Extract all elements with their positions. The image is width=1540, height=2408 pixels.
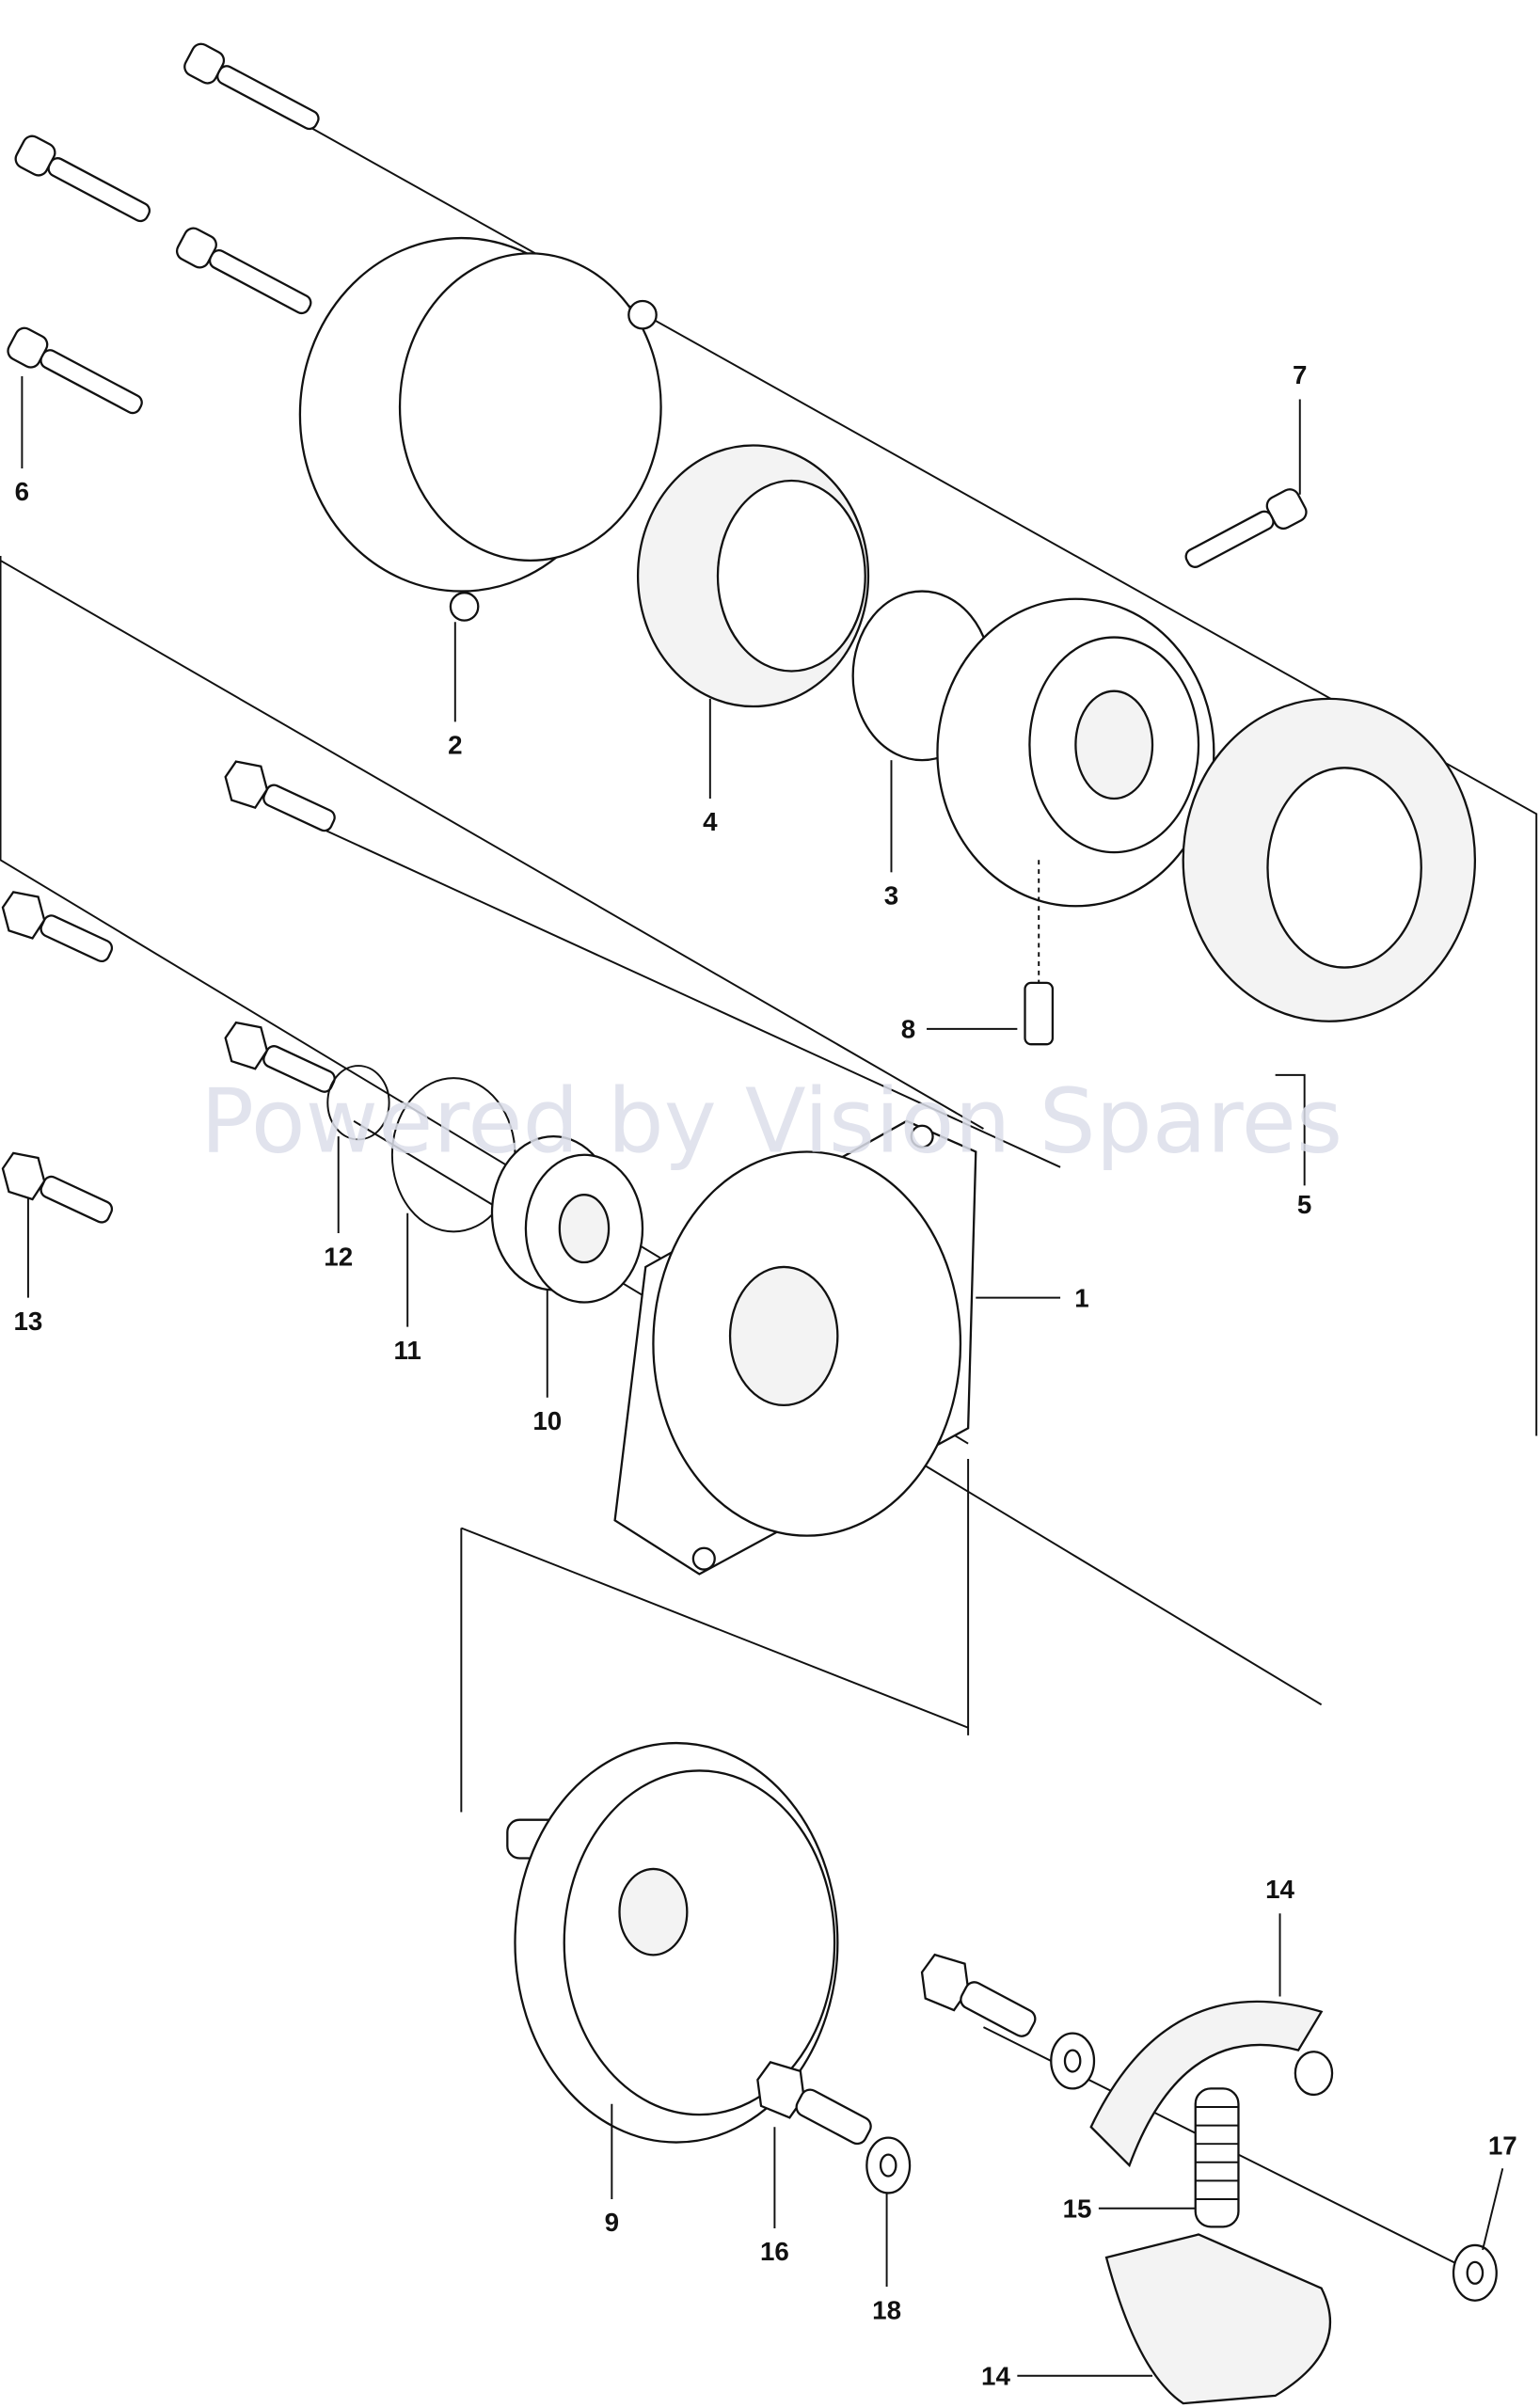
- label-part-14-top[interactable]: 14: [1265, 1875, 1294, 1904]
- bearing-part-10[interactable]: [490, 1135, 644, 1304]
- label-part-15[interactable]: 15: [1063, 2194, 1092, 2224]
- label-part-9[interactable]: 9: [605, 2208, 619, 2237]
- label-part-13[interactable]: 13: [13, 1307, 42, 1336]
- label-part-5[interactable]: 5: [1297, 1190, 1311, 1219]
- clutch-shoe-part-14[interactable]: [1089, 2000, 1334, 2405]
- stud-bolt-part-16[interactable]: [748, 1948, 1044, 2157]
- label-part-18[interactable]: 18: [872, 2295, 901, 2324]
- ring-part-5[interactable]: [1182, 697, 1477, 1022]
- hub-part-3[interactable]: [851, 590, 1215, 908]
- label-part-11[interactable]: 11: [394, 1336, 421, 1365]
- screw-part-8[interactable]: [1024, 860, 1055, 1046]
- bolt-part-6[interactable]: [5, 40, 325, 422]
- spring-part-15[interactable]: [1194, 2087, 1240, 2228]
- label-part-6[interactable]: 6: [15, 477, 29, 506]
- label-part-12[interactable]: 12: [324, 1242, 353, 1271]
- washer-part-17[interactable]: [1452, 2243, 1498, 2302]
- ring-part-4[interactable]: [636, 444, 870, 708]
- label-part-3[interactable]: 3: [884, 881, 898, 911]
- label-part-4[interactable]: 4: [703, 807, 718, 836]
- label-part-14-bottom[interactable]: 14: [981, 2362, 1010, 2391]
- label-part-7[interactable]: 7: [1293, 360, 1307, 389]
- label-part-1[interactable]: 1: [1074, 1283, 1088, 1312]
- label-part-10[interactable]: 10: [532, 1406, 562, 1435]
- circlip-part-12[interactable]: [326, 1065, 390, 1141]
- label-part-2[interactable]: 2: [448, 731, 462, 760]
- washer-part-18[interactable]: [865, 2032, 1096, 2194]
- bolt-part-13[interactable]: [0, 754, 341, 1234]
- clutch-housing-part-1[interactable]: [613, 1119, 977, 1576]
- watermark-text: Powered by Vision Spares: [200, 1069, 1342, 1173]
- bolt-part-7[interactable]: [1180, 486, 1310, 577]
- label-part-17[interactable]: 17: [1488, 2131, 1517, 2161]
- leader-lines: [21, 376, 1504, 2377]
- part-labels: 1 2 3 4 5 6 7 8 9 10 11 12 13 14 14 15 1…: [13, 360, 1516, 2390]
- clutch-drum-part-9[interactable]: [506, 1741, 839, 2144]
- label-part-16[interactable]: 16: [760, 2237, 789, 2266]
- label-part-8[interactable]: 8: [901, 1015, 915, 1044]
- housing-part-2[interactable]: [298, 236, 662, 622]
